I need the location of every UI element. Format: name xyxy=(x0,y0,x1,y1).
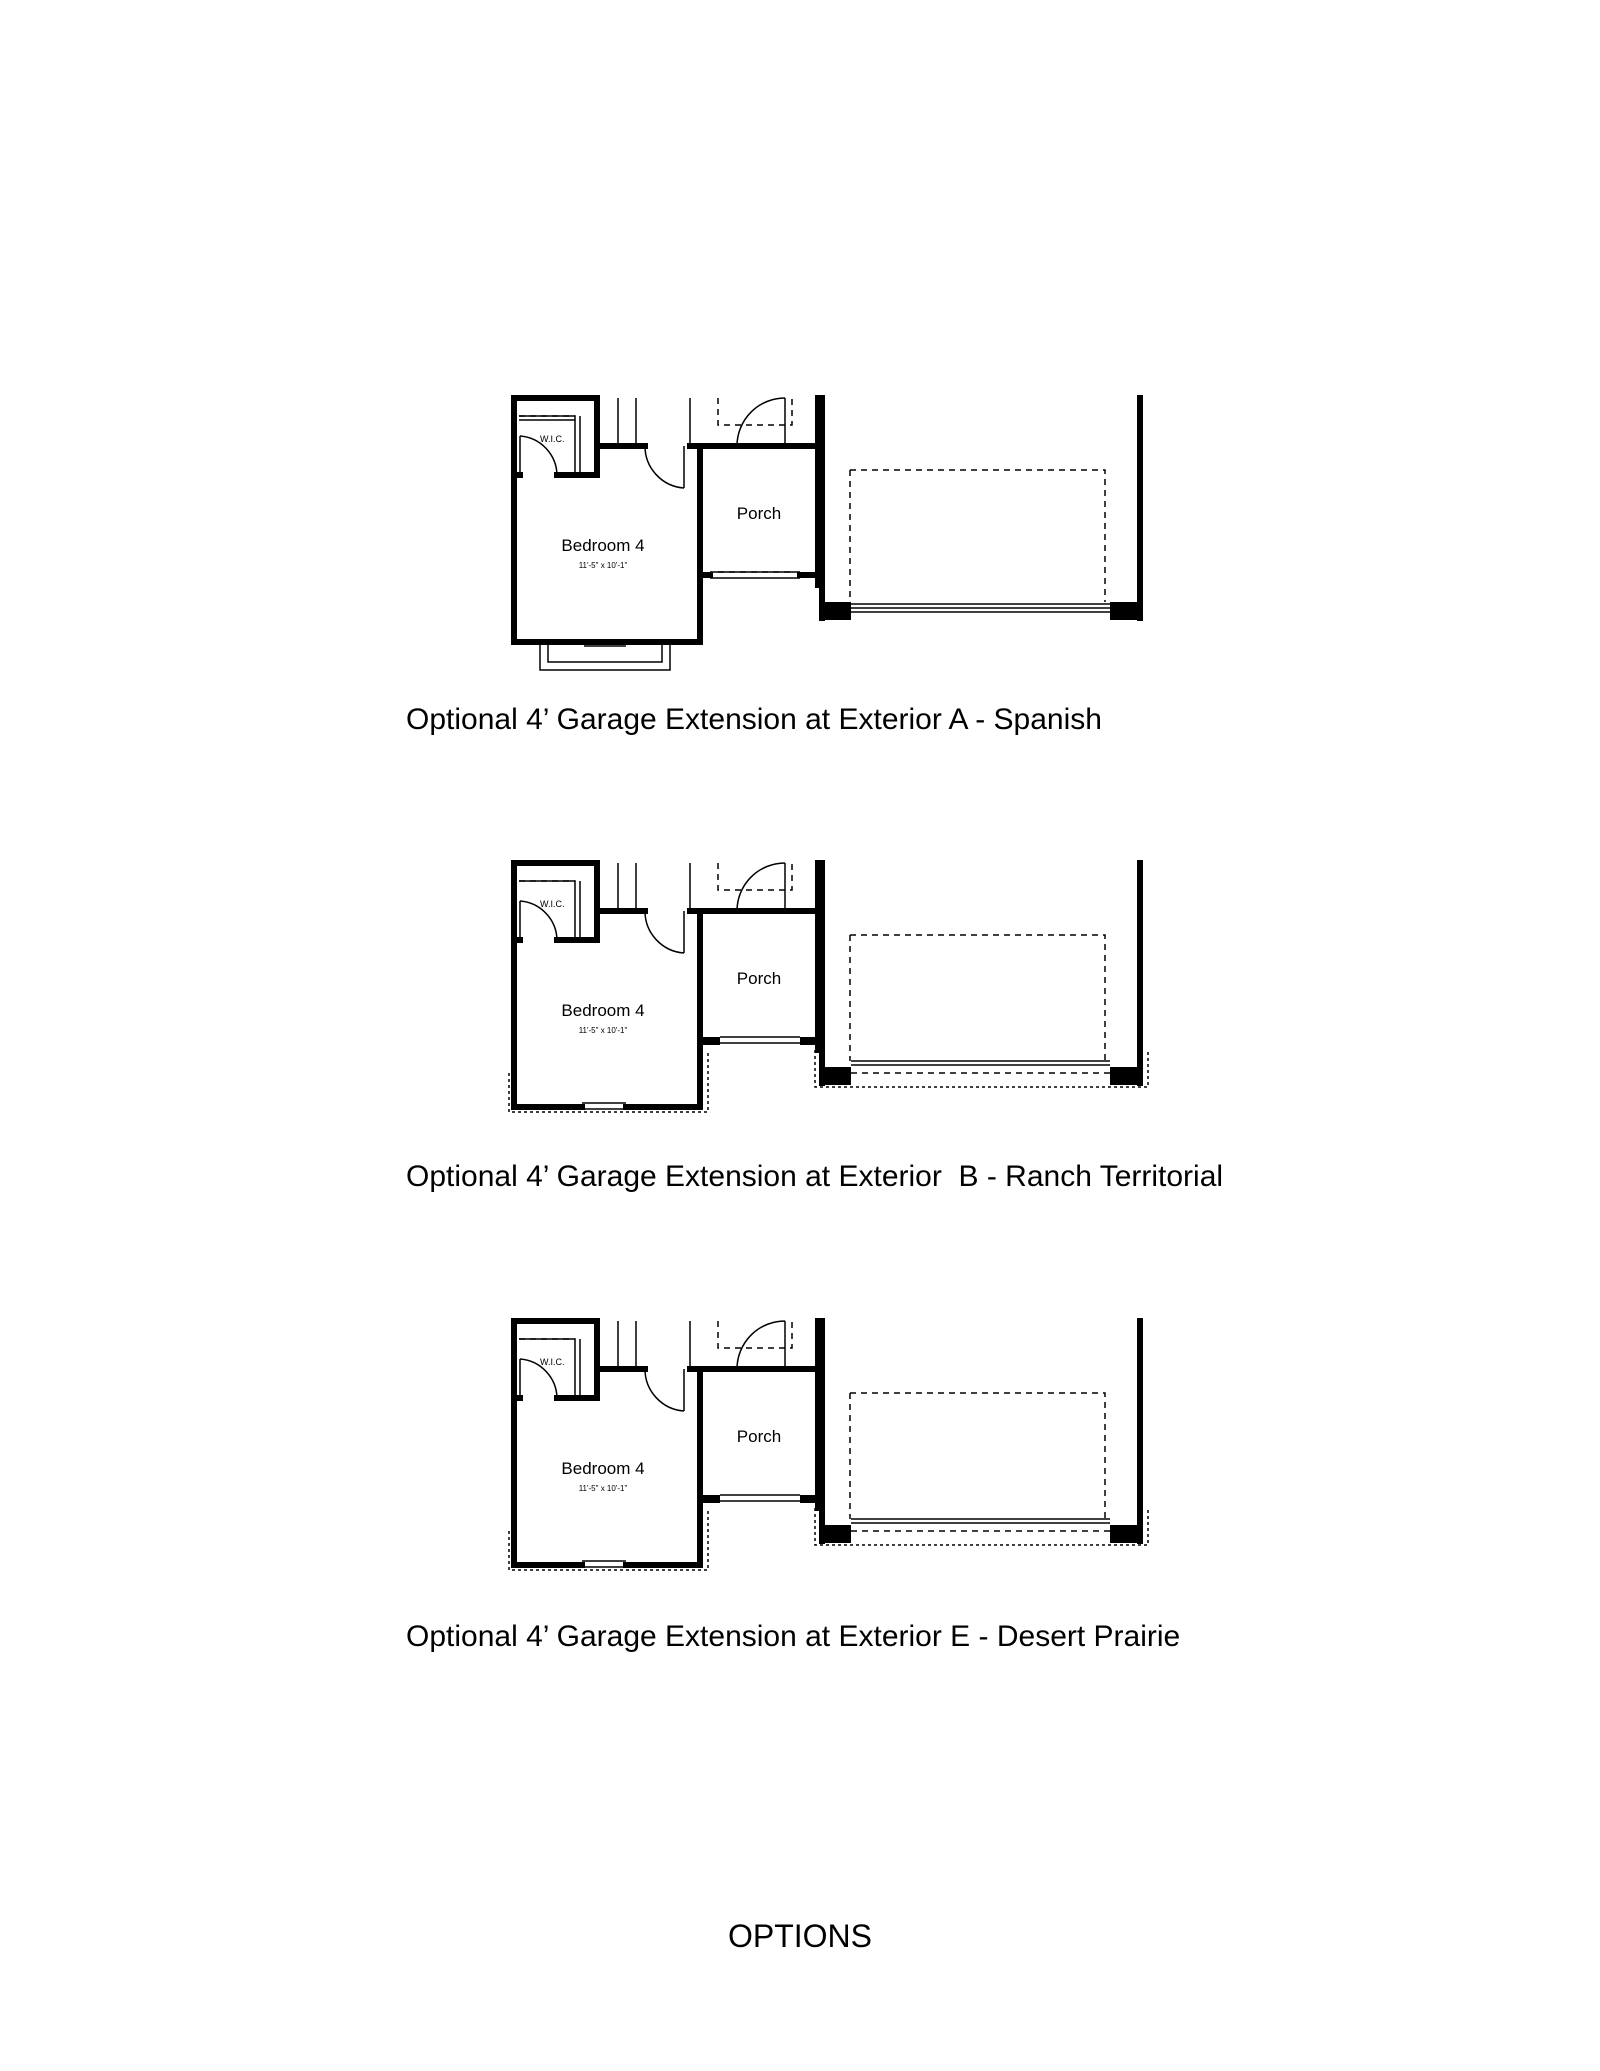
caption-exterior-b: Optional 4’ Garage Extension at Exterior… xyxy=(406,1160,1224,1193)
caption-exterior-e: Optional 4’ Garage Extension at Exterior… xyxy=(406,1620,1181,1653)
wic-closet xyxy=(511,1318,600,1401)
bedroom-4 xyxy=(508,908,709,1113)
floor-plan-exterior-b: W.I.C. Bedroom 4 11'-5" x 10'-1" Porch xyxy=(508,860,1149,1113)
bedroom-dimensions: 11'-5" x 10'-1" xyxy=(579,1484,628,1493)
bedroom-label: Bedroom 4 xyxy=(561,536,644,555)
hall-lines xyxy=(617,1321,691,1369)
porch xyxy=(697,395,821,588)
garage xyxy=(819,395,1143,621)
bedroom-door-swing xyxy=(644,1368,685,1412)
bedroom-door-swing xyxy=(644,910,685,954)
bay-window xyxy=(539,639,671,671)
wic-label: W.I.C. xyxy=(540,434,565,444)
page-footer-title: OPTIONS xyxy=(727,1918,872,1954)
wic-label: W.I.C. xyxy=(540,1357,565,1367)
garage xyxy=(814,1318,1149,1546)
floor-plan-exterior-a: W.I.C. Bedroom 4 11'-5" x 10'-1" Porch xyxy=(511,395,1143,671)
hall-lines xyxy=(617,863,691,911)
porch xyxy=(697,860,821,1053)
closet-door-swing xyxy=(519,1358,558,1399)
floor-plan-exterior-e: W.I.C. Bedroom 4 11'-5" x 10'-1" Porch xyxy=(508,1318,1149,1571)
porch-label: Porch xyxy=(737,504,781,523)
hall-lines xyxy=(617,398,691,446)
bedroom-dimensions: 11'-5" x 10'-1" xyxy=(579,1026,628,1035)
porch-label: Porch xyxy=(737,969,781,988)
bedroom-dimensions: 11'-5" x 10'-1" xyxy=(579,561,628,570)
caption-exterior-a: Optional 4’ Garage Extension at Exterior… xyxy=(406,703,1102,736)
porch-label: Porch xyxy=(737,1427,781,1446)
closet-door-swing xyxy=(519,900,558,941)
bedroom-label: Bedroom 4 xyxy=(561,1459,644,1478)
porch xyxy=(697,1318,821,1511)
wic-closet xyxy=(511,860,600,943)
bedroom-door-swing xyxy=(644,445,685,489)
closet-door-swing xyxy=(519,435,558,476)
bedroom-label: Bedroom 4 xyxy=(561,1001,644,1020)
garage xyxy=(814,860,1149,1088)
wic-label: W.I.C. xyxy=(540,899,565,909)
